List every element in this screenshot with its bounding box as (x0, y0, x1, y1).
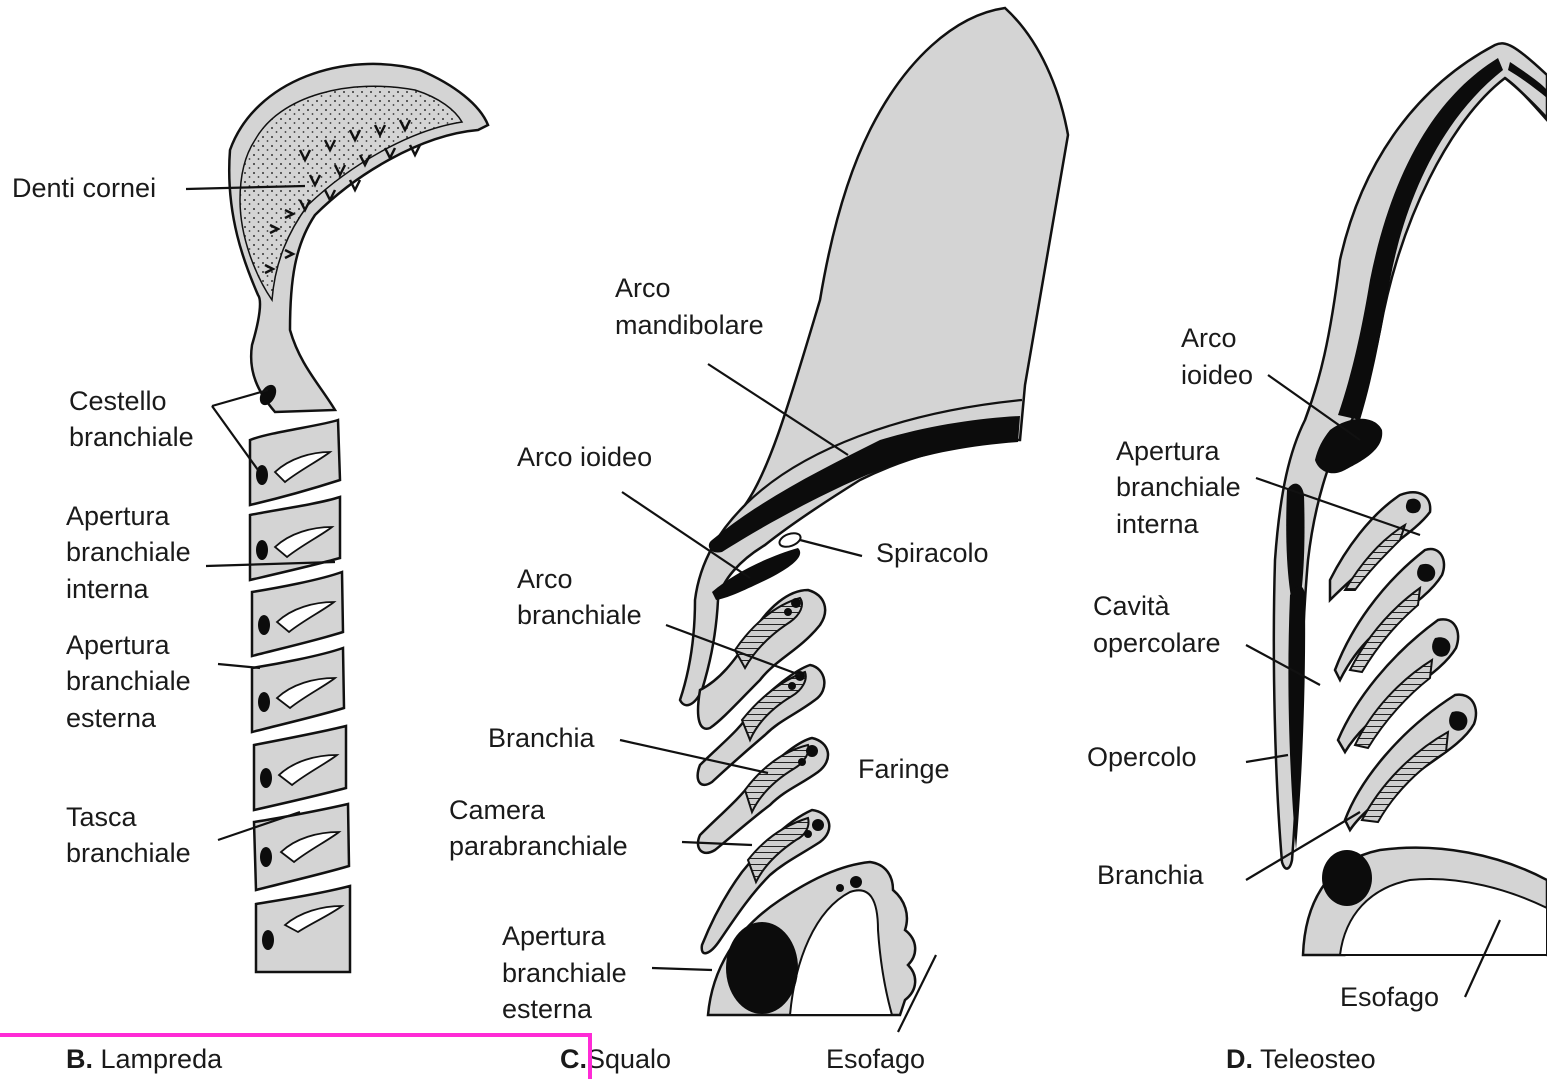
label-d-ap-int-1: Apertura (1116, 436, 1221, 466)
label-d-arco-ioideo-2: ioideo (1181, 360, 1253, 390)
label-b-ap-est-2: branchiale (66, 666, 191, 696)
label-b-ap-est-1: Apertura (66, 630, 171, 660)
label-cestello-2: branchiale (69, 422, 194, 452)
shark-esophagus-dot-2 (836, 884, 844, 892)
label-spiracolo: Spiracolo (876, 538, 989, 568)
label-camera-1: Camera (449, 795, 546, 825)
label-cestello-1: Cestello (69, 386, 167, 416)
label-arco-mand-2: mandibolare (615, 310, 764, 340)
label-arco-mand-1: Arco (615, 273, 671, 303)
caption-d-name: Teleosteo (1260, 1044, 1376, 1074)
panel-c-squalo: Arco mandibolare Arco ioideo Spiracolo A… (449, 8, 1068, 1074)
label-c-ap-est-2: branchiale (502, 958, 627, 988)
label-b-ap-int-3: interna (66, 574, 150, 604)
label-b-ap-int-1: Apertura (66, 501, 171, 531)
shark-head (680, 8, 1068, 705)
label-cavita-2: opercolare (1093, 628, 1221, 658)
caption-b-name: Lampreda (101, 1044, 224, 1074)
caption-c-name: Squalo (587, 1044, 671, 1074)
caption-b: B. Lampreda (66, 1044, 223, 1074)
label-c-branchia: Branchia (488, 723, 596, 753)
label-c-arco-ioideo: Arco ioideo (517, 442, 652, 472)
caption-c-letter: C. (560, 1044, 587, 1074)
label-b-ap-est-3: esterna (66, 703, 157, 733)
label-faringe: Faringe (858, 754, 950, 784)
label-d-ap-int-3: interna (1116, 509, 1200, 539)
label-c-ap-est-3: esterna (502, 994, 593, 1024)
label-d-ap-int-2: branchiale (1116, 472, 1241, 502)
label-tasca-2: branchiale (66, 838, 191, 868)
teleost-esophagus-cartilage (1322, 850, 1372, 906)
label-c-ap-est-1: Apertura (502, 921, 607, 951)
label-cavita-1: Cavità (1093, 591, 1171, 621)
shark-esophagus-cartilage (726, 922, 798, 1014)
label-camera-2: parabranchiale (449, 831, 628, 861)
shark-esophagus-dot-1 (850, 876, 862, 888)
label-arco-br-2: branchiale (517, 600, 642, 630)
label-denti-cornei: Denti cornei (12, 173, 156, 203)
label-d-branchia: Branchia (1097, 860, 1205, 890)
caption-d-letter: D. (1226, 1044, 1253, 1074)
caption-d: D. Teleosteo (1226, 1044, 1376, 1074)
label-arco-br-1: Arco (517, 564, 573, 594)
label-d-esofago: Esofago (1340, 982, 1439, 1012)
caption-b-letter: B. (66, 1044, 93, 1074)
label-b-ap-int-2: branchiale (66, 537, 191, 567)
label-c-esofago: Esofago (826, 1044, 925, 1074)
panel-d-teleosteo: Arco ioideo Apertura branchiale interna … (1087, 43, 1547, 1074)
label-d-arco-ioideo-1: Arco (1181, 323, 1237, 353)
label-tasca-1: Tasca (66, 802, 138, 832)
label-opercolo: Opercolo (1087, 742, 1197, 772)
panel-b-lampreda: Denti cornei Cestello branchiale Apertur… (12, 64, 488, 1074)
caption-c: C.Squalo (560, 1044, 671, 1074)
